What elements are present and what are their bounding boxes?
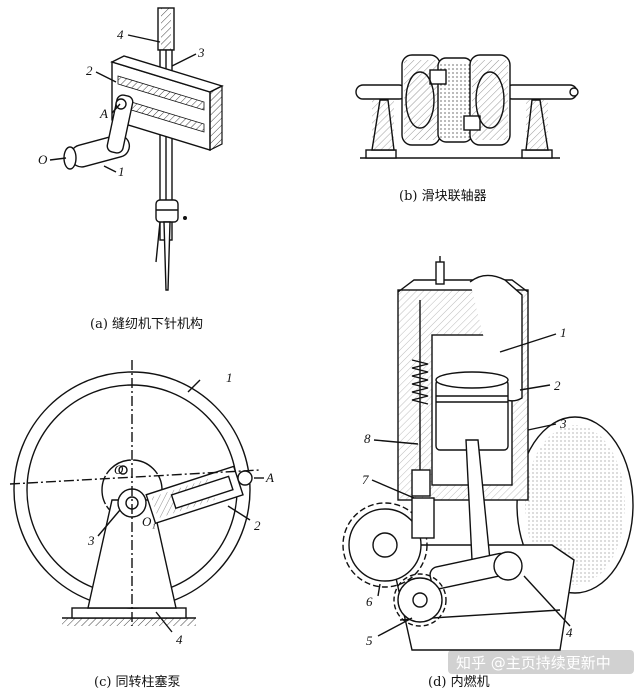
caption-c: (c) 同转柱塞泵 xyxy=(94,674,181,690)
figure-d-combustion-engine: 1 2 3 8 7 6 5 4 (d) 内燃机 xyxy=(342,256,634,690)
figure-b-oldham-coupling: (b) 滑块联轴器 xyxy=(355,54,579,204)
label-d-6: 6 xyxy=(366,594,373,609)
label-a-A: A xyxy=(99,106,108,121)
caption-d: (d) 内燃机 xyxy=(428,674,490,690)
label-a-4: 4 xyxy=(117,27,124,42)
watermark-text: 知乎 @主页持续更新中 xyxy=(456,654,611,672)
label-a-1: 1 xyxy=(118,164,125,179)
label-d-2: 2 xyxy=(554,378,561,393)
label-a-3: 3 xyxy=(197,45,205,60)
figure-c-plunger-pump: 1 O A 3 O₁ 2 4 (c) 同转柱塞泵 xyxy=(9,360,274,690)
label-d-1: 1 xyxy=(560,325,567,340)
label-c-2: 2 xyxy=(254,518,261,533)
label-c-4: 4 xyxy=(176,632,183,647)
figure-a-sewing-mechanism: 4 3 2 A O 1 (a) 缝纫机下针机构 xyxy=(38,7,224,332)
label-d-4: 4 xyxy=(566,625,573,640)
caption-a: (a) 缝纫机下针机构 xyxy=(90,317,203,332)
label-a-O: O xyxy=(38,152,48,167)
label-c-O: O xyxy=(114,462,124,477)
caption-b: (b) 滑块联轴器 xyxy=(399,189,487,204)
label-d-5: 5 xyxy=(366,633,373,648)
label-c-1: 1 xyxy=(226,370,233,385)
label-d-7: 7 xyxy=(362,472,369,487)
label-d-3: 3 xyxy=(559,416,567,431)
label-d-8: 8 xyxy=(364,431,371,446)
label-c-O1: O₁ xyxy=(142,514,156,529)
label-a-2: 2 xyxy=(86,63,93,78)
watermark: 知乎 @主页持续更新中 xyxy=(448,650,634,674)
label-c-A: A xyxy=(265,470,274,485)
label-c-3: 3 xyxy=(87,533,95,548)
